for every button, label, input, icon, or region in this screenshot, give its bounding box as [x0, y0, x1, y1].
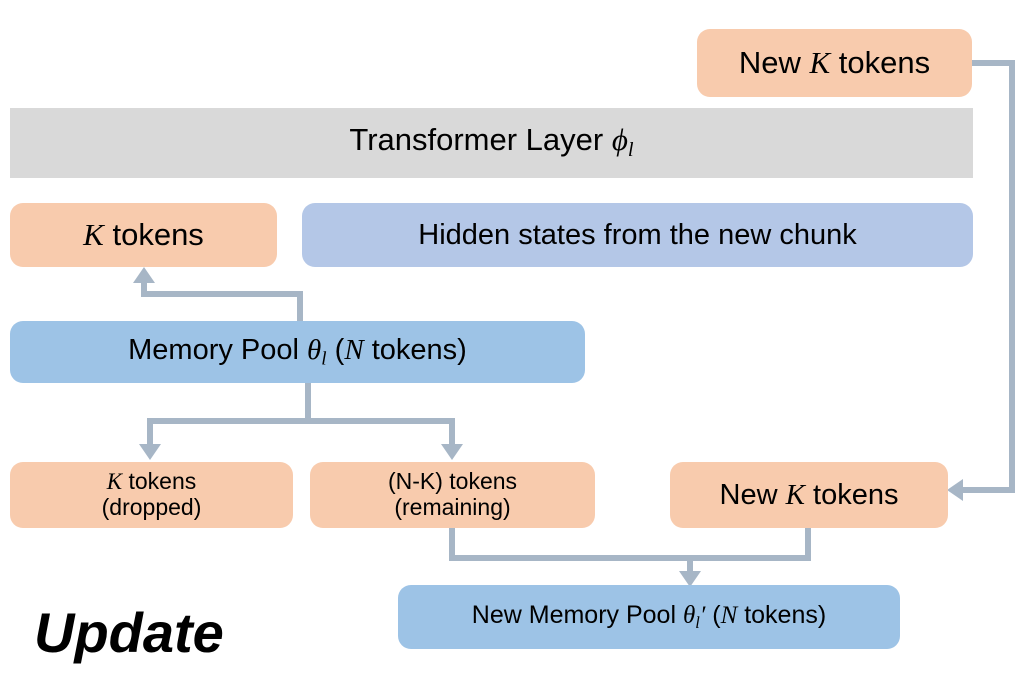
edge-fork-left-drop: [147, 418, 153, 446]
node-nk-tokens-remaining-line1: (N-K) tokens: [387, 468, 518, 495]
node-k-tokens-dropped-line1: K tokens: [106, 468, 197, 495]
edge-fork-right-drop: [449, 418, 455, 446]
node-memory-pool[interactable]: Memory Pool θl (N tokens): [10, 321, 585, 383]
edge-memorypool-to-ktokens-horizontal: [141, 291, 303, 297]
arrowhead-into-new-memory-pool: [679, 571, 701, 587]
edge-memorypool-fork-stem: [305, 382, 311, 424]
edge-newk-right-vertical: [1009, 60, 1015, 493]
node-new-k-tokens-top-label: New K tokens: [738, 44, 931, 80]
arrowhead-into-newk-bottom: [947, 479, 963, 501]
node-k-tokens[interactable]: K tokens: [10, 203, 277, 267]
node-transformer-layer-label: Transformer Layer ϕl: [349, 122, 634, 162]
edge-memorypool-fork-bar: [147, 418, 455, 424]
node-k-tokens-dropped-line2: (dropped): [101, 494, 202, 520]
edge-remaining-down: [449, 528, 455, 561]
edge-merge-stem: [687, 555, 693, 573]
edge-merge-bar: [449, 555, 811, 561]
node-new-memory-pool-label: New Memory Pool θl′ (N tokens): [471, 601, 827, 633]
arrowhead-into-remaining: [441, 444, 463, 460]
node-hidden-states[interactable]: Hidden states from the new chunk: [302, 203, 973, 267]
arrowhead-into-dropped: [139, 444, 161, 460]
node-nk-tokens-remaining[interactable]: (N-K) tokens (remaining): [310, 462, 595, 528]
node-memory-pool-label: Memory Pool θl (N tokens): [128, 333, 467, 370]
edge-newk-bottom-down: [805, 528, 811, 561]
node-new-memory-pool[interactable]: New Memory Pool θl′ (N tokens): [398, 585, 900, 649]
edge-newk-bottom-in-horizontal: [963, 487, 1015, 493]
update-caption: Update: [34, 601, 224, 664]
node-transformer-layer[interactable]: Transformer Layer ϕl: [10, 108, 973, 178]
node-new-k-tokens-bottom-label: New K tokens: [719, 478, 899, 511]
node-k-tokens-dropped[interactable]: K tokens (dropped): [10, 462, 293, 528]
node-new-k-tokens-top[interactable]: New K tokens: [697, 29, 972, 97]
edge-memorypool-to-ktokens-riser: [141, 283, 147, 297]
edge-newk-top-out-horizontal: [968, 60, 1015, 66]
node-nk-tokens-remaining-line2: (remaining): [394, 494, 511, 520]
arrowhead-into-ktokens: [133, 267, 155, 283]
node-new-k-tokens-bottom[interactable]: New K tokens: [670, 462, 948, 528]
node-k-tokens-label: K tokens: [83, 216, 204, 252]
node-hidden-states-label: Hidden states from the new chunk: [418, 218, 857, 251]
edge-memorypool-to-ktokens-vertical: [297, 291, 303, 322]
